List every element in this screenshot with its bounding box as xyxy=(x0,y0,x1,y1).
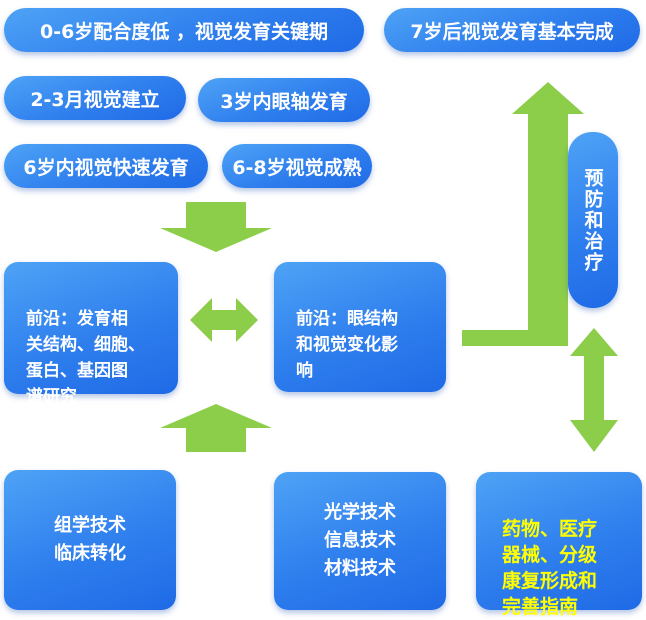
guidelines-text: 药物、医疗 器械、分级 康复形成和 完善指南 xyxy=(502,518,598,618)
elbow-arrow xyxy=(462,82,584,346)
down-arrow xyxy=(160,202,272,252)
prevention-pill: 预防和治疗 xyxy=(568,132,618,308)
double-arrow-vertical xyxy=(570,328,618,452)
frontier-right-text: 前沿：眼结构 和视觉变化影 响 xyxy=(296,309,398,381)
critical-period-label: 0-6岁配合度低 ，视觉发育关键期 xyxy=(40,20,328,43)
three-years-pill: 3岁内眼轴发育 xyxy=(198,78,370,122)
six-years-label: 6岁内视觉快速发育 xyxy=(23,156,189,179)
two-three-months-pill: 2-3月视觉建立 xyxy=(4,76,186,120)
tech-card: 光学技术 信息技术 材料技术 xyxy=(274,472,446,610)
prevention-label: 预防和治疗 xyxy=(581,167,604,273)
up-arrow xyxy=(160,404,272,452)
guidelines-card: 药物、医疗 器械、分级 康复形成和 完善指南 xyxy=(476,472,642,618)
six-eight-years-pill: 6-8岁视觉成熟 xyxy=(222,144,372,188)
six-eight-years-label: 6-8岁视觉成熟 xyxy=(232,156,362,179)
two-three-months-label: 2-3月视觉建立 xyxy=(30,88,160,111)
frontier-left-text: 前沿：发育相 关结构、细胞、 蛋白、基因图 谱研究 xyxy=(26,309,145,407)
six-years-pill: 6岁内视觉快速发育 xyxy=(4,144,208,188)
after-seven-pill: 7岁后视觉发育基本完成 xyxy=(384,8,640,52)
frontier-left-card: 前沿：发育相 关结构、细胞、 蛋白、基因图 谱研究 xyxy=(4,262,178,407)
critical-period-pill: 0-6岁配合度低 ，视觉发育关键期 xyxy=(4,8,364,52)
clinical-card: 组学技术 临床转化 xyxy=(4,470,176,610)
tech-text: 光学技术 信息技术 材料技术 xyxy=(324,502,396,579)
double-arrow-horizontal xyxy=(190,298,258,342)
three-years-label: 3岁内眼轴发育 xyxy=(220,90,348,113)
after-seven-label: 7岁后视觉发育基本完成 xyxy=(410,20,614,43)
clinical-text: 组学技术 临床转化 xyxy=(54,515,126,564)
frontier-right-card: 前沿：眼结构 和视觉变化影 响 xyxy=(274,262,446,392)
